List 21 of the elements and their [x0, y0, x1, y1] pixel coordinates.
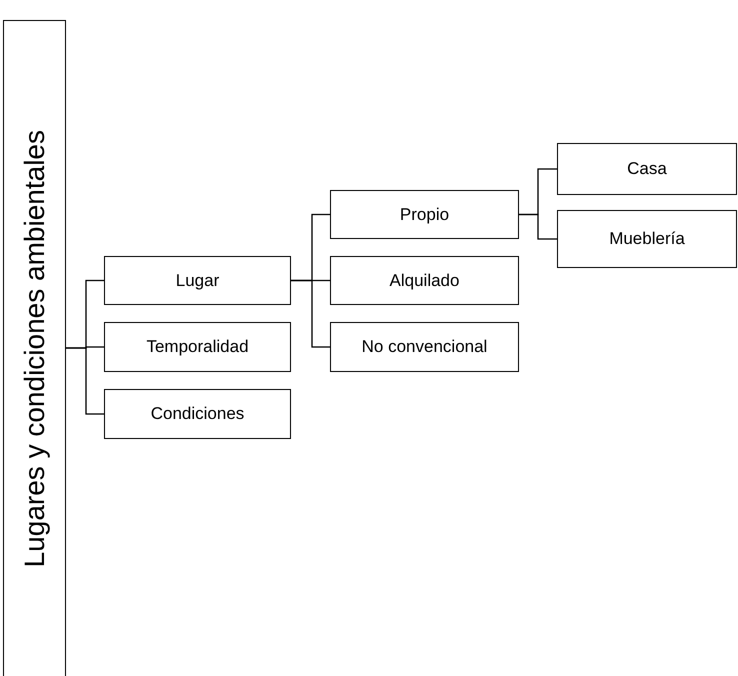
box-label: Casa: [627, 158, 667, 180]
connector-line: [519, 214, 557, 240]
category-box: [557, 210, 737, 268]
title-text: Lugares y condiciones ambientales: [20, 130, 48, 568]
category-box: [104, 389, 291, 439]
category-box: [330, 256, 519, 305]
connector-line: [291, 280, 330, 348]
box-label: Mueblería: [609, 228, 685, 250]
connector-line: [66, 347, 104, 415]
category-box: [104, 256, 291, 305]
box-label: No convencional: [362, 336, 488, 358]
category-box: [330, 322, 519, 372]
title-box: [3, 20, 66, 676]
box-label: Temporalidad: [146, 336, 249, 358]
box-label: Propio: [400, 204, 450, 226]
box-label: Condiciones: [150, 403, 244, 425]
category-box: [330, 190, 519, 239]
category-box: [557, 143, 737, 195]
category-box: [104, 322, 291, 372]
box-label: Alquilado: [390, 270, 460, 292]
box-label: Lugar: [176, 270, 220, 292]
